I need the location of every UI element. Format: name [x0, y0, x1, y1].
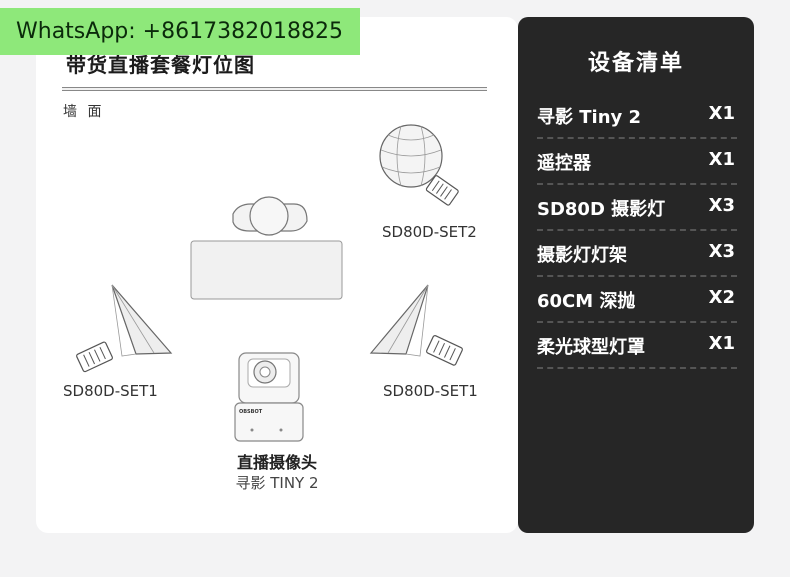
- ball-softbox-light-icon: [379, 124, 459, 206]
- item-quantity: X1: [708, 149, 735, 170]
- list-item: 摄影灯灯架 X3: [537, 231, 737, 277]
- item-quantity: X1: [708, 333, 735, 354]
- camera-brand-mark: OBSBOT: [239, 409, 263, 415]
- layout-diagram: OBSBOT: [76, 124, 463, 442]
- light-label-left: SD80D-SET1: [63, 382, 158, 400]
- item-quantity: X1: [708, 103, 735, 124]
- item-name: 60CM 深抛: [537, 291, 636, 312]
- camera-subtitle: 寻影 TINY 2: [235, 474, 319, 492]
- item-name: 摄影灯灯架: [537, 245, 627, 266]
- item-name: 柔光球型灯罩: [537, 337, 645, 358]
- lighting-layout-card: 带货直播套餐灯位图 墙 面: [36, 17, 518, 533]
- panel-title: 设备清单: [587, 51, 684, 76]
- equipment-list-panel: 设备清单 寻影 Tiny 2 X1 遥控器 X1 SD80D 摄影灯 X3 摄影…: [518, 17, 754, 533]
- card-title: 带货直播套餐灯位图: [66, 53, 255, 77]
- parabolic-softbox-light-icon: [369, 284, 463, 366]
- table-icon: [190, 240, 343, 300]
- parabolic-softbox-light-icon: [76, 284, 173, 373]
- light-label-top-right: SD80D-SET2: [382, 223, 477, 241]
- item-quantity: X2: [708, 287, 735, 308]
- list-item: 60CM 深抛 X2: [537, 277, 737, 323]
- equipment-list: 寻影 Tiny 2 X1 遥控器 X1 SD80D 摄影灯 X3 摄影灯灯架 X…: [537, 93, 737, 369]
- light-label-right: SD80D-SET1: [383, 382, 478, 400]
- wall-label: 墙 面: [63, 104, 105, 120]
- item-name: 寻影 Tiny 2: [537, 107, 642, 128]
- item-name: 遥控器: [537, 153, 591, 174]
- item-name: SD80D 摄影灯: [537, 199, 666, 220]
- item-quantity: X3: [708, 241, 735, 262]
- list-item: 寻影 Tiny 2 X1: [537, 93, 737, 139]
- whatsapp-watermark: WhatsApp: +8617382018825: [0, 8, 360, 55]
- list-item: 遥控器 X1: [537, 139, 737, 185]
- list-item: 柔光球型灯罩 X1: [537, 323, 737, 369]
- ptz-camera-icon: OBSBOT: [234, 352, 304, 442]
- list-item: SD80D 摄影灯 X3: [537, 185, 737, 231]
- item-quantity: X3: [708, 195, 735, 216]
- presenter-icon: [232, 196, 308, 236]
- wall-line: [62, 87, 487, 91]
- camera-title: 直播摄像头: [236, 453, 317, 472]
